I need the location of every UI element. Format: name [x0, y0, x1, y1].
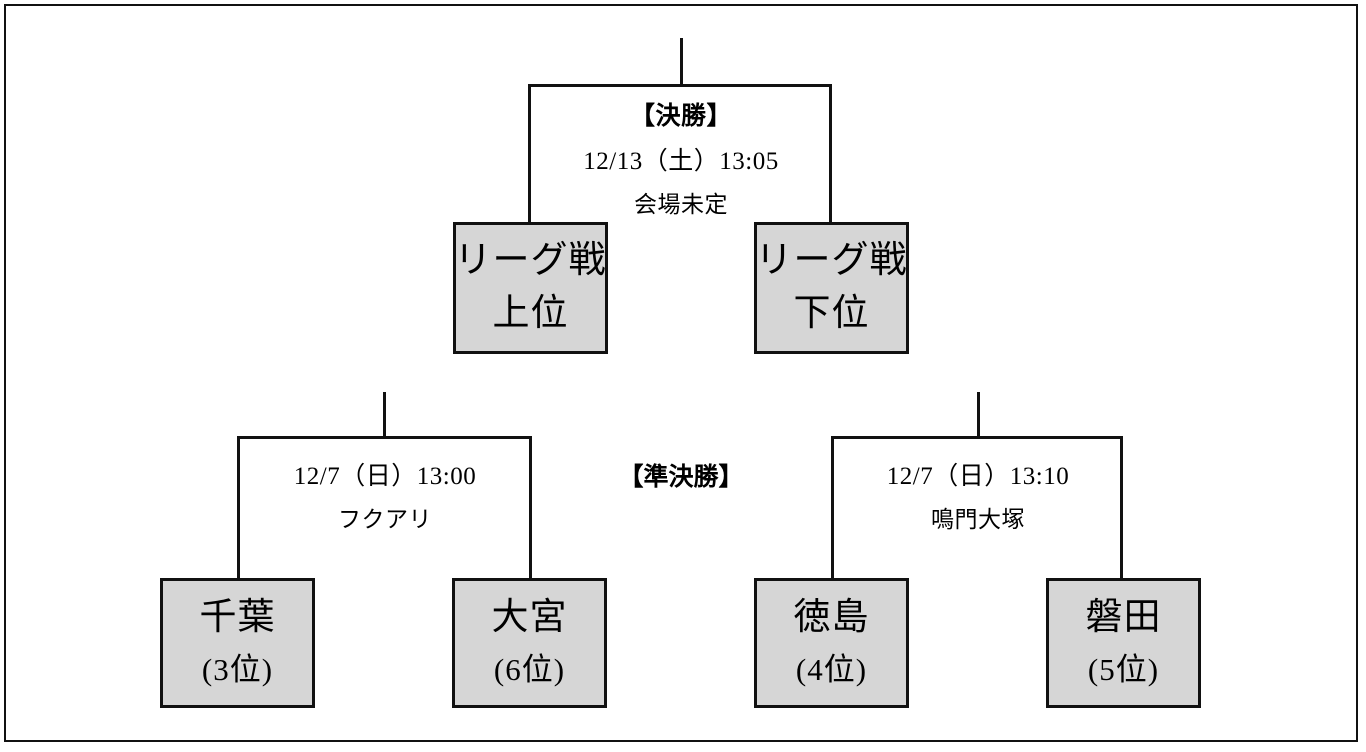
- team-name-iwata: 磐田: [1085, 597, 1162, 639]
- semifinal-left-drop-left: [237, 436, 240, 579]
- final-slot-upper-line1: リーグ戦: [454, 240, 607, 282]
- team-rank-iwata: (5位): [1087, 652, 1160, 688]
- team-box-omiya[interactable]: 大宮 (6位): [452, 578, 607, 708]
- final-datetime: 12/13（土）13:05: [583, 148, 779, 175]
- semifinal-round-label: 【準決勝】: [618, 464, 744, 491]
- final-slot-league-upper[interactable]: リーグ戦 上位: [453, 222, 608, 354]
- semifinal-right-drop-left: [831, 436, 834, 579]
- semifinal-left-venue: フクアリ: [338, 507, 432, 532]
- team-rank-tokushima: (4位): [795, 652, 868, 688]
- final-drop-right: [829, 84, 832, 223]
- final-drop-left: [528, 84, 531, 223]
- semifinal-left-stem-line: [383, 392, 386, 438]
- team-rank-chiba: (3位): [201, 652, 274, 688]
- semifinal-right-datetime: 12/7（日）13:10: [886, 463, 1070, 490]
- team-box-tokushima[interactable]: 徳島 (4位): [754, 578, 909, 708]
- final-slot-upper-line2: 上位: [492, 293, 569, 334]
- final-slot-league-lower[interactable]: リーグ戦 下位: [754, 222, 909, 354]
- semifinal-right-match-info: 12/7（日）13:10 鳴門大塚: [834, 456, 1122, 534]
- team-box-iwata[interactable]: 磐田 (5位): [1046, 578, 1201, 708]
- team-name-chiba: 千葉: [199, 597, 276, 639]
- semifinal-left-drop-right: [529, 436, 532, 579]
- team-name-omiya: 大宮: [491, 597, 568, 639]
- final-round-title: 【決勝】: [629, 103, 732, 130]
- team-name-tokushima: 徳島: [793, 597, 870, 639]
- team-box-chiba[interactable]: 千葉 (3位): [160, 578, 315, 708]
- final-slot-lower-line1: リーグ戦: [755, 240, 908, 282]
- final-venue: 会場未定: [634, 192, 728, 217]
- semifinal-left-connector-horizontal: [237, 436, 532, 439]
- semifinal-right-drop-right: [1120, 436, 1123, 579]
- team-rank-omiya: (6位): [493, 652, 566, 688]
- semifinal-right-connector-horizontal: [831, 436, 1123, 439]
- final-connector-horizontal: [528, 84, 832, 87]
- final-match-info: 【決勝】 12/13（土）13:05 会場未定: [531, 96, 831, 219]
- diagram-frame: [4, 4, 1358, 742]
- semifinal-left-datetime: 12/7（日）13:00: [293, 463, 477, 490]
- semifinal-right-stem-line: [977, 392, 980, 438]
- semifinal-left-match-info: 12/7（日）13:00 フクアリ: [240, 456, 530, 534]
- champion-stem-line: [680, 38, 683, 86]
- semifinal-right-venue: 鳴門大塚: [931, 507, 1025, 532]
- final-slot-lower-line2: 下位: [793, 293, 870, 334]
